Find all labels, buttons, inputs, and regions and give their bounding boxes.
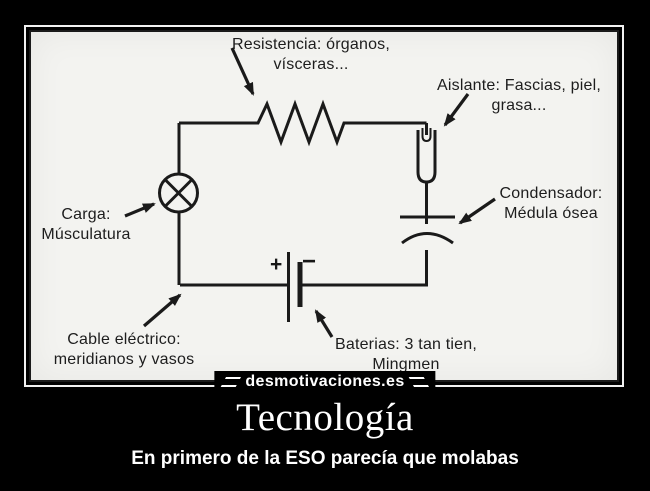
label-condensador-line2: Médula ósea: [504, 205, 598, 222]
watermark-ribbon: desmotivaciones.es: [214, 371, 436, 395]
circuit-diagram-photo: + − Resistencia: órganos, vísceras... Ai…: [29, 30, 619, 382]
label-resistencia-line2: vísceras...: [273, 56, 349, 73]
arrow-condensador: [458, 197, 496, 225]
arrow-carga: [124, 202, 156, 218]
label-carga-line2: Músculatura: [41, 226, 131, 243]
label-condensador-line1: Condensador:: [499, 185, 603, 202]
photo-frame: + − Resistencia: órganos, vísceras... Ai…: [24, 25, 624, 387]
circuit-drawing: [124, 47, 496, 338]
annotation-arrows: [124, 47, 496, 338]
label-carga-line1: Carga:: [61, 206, 111, 223]
arrow-resistencia: [230, 47, 255, 96]
battery-minus-sign: −: [302, 248, 317, 275]
label-carga: Carga: Músculatura: [31, 205, 141, 245]
watermark-text: desmotivaciones.es: [245, 373, 405, 390]
meme-caption: En primero de la ESO parecía que molabas: [131, 448, 519, 469]
meme-title: Tecnología: [236, 396, 414, 439]
battery-plus-sign: +: [270, 253, 283, 276]
label-baterias-line1: Baterias: 3 tan tien,: [334, 336, 478, 353]
arrow-cable: [142, 293, 182, 328]
arrow-baterias: [314, 309, 334, 338]
circuit-wires: [158, 99, 455, 322]
label-aislante: Aislante: Fascias, piel, grasa...: [421, 76, 617, 116]
arrow-aislante: [443, 93, 470, 127]
label-cable-line1: Cable eléctrico:: [67, 331, 181, 348]
label-condensador: Condensador: Médula ósea: [485, 184, 617, 224]
label-aislante-line2: grasa...: [491, 97, 547, 114]
label-resistencia-line1: Resistencia: órganos,: [231, 36, 391, 53]
label-baterias-line2: Mingmen: [372, 356, 440, 373]
watermark-right-flourish-icon: [408, 377, 430, 387]
watermark-left-flourish-icon: [220, 377, 242, 387]
label-resistencia: Resistencia: órganos, vísceras...: [200, 35, 422, 75]
label-cable: Cable eléctrico: meridianos y vasos: [33, 330, 215, 370]
label-cable-line2: meridianos y vasos: [53, 351, 195, 368]
label-aislante-line1: Aislante: Fascias, piel,: [437, 77, 601, 94]
label-baterias: Baterias: 3 tan tien, Mingmen: [296, 335, 516, 375]
